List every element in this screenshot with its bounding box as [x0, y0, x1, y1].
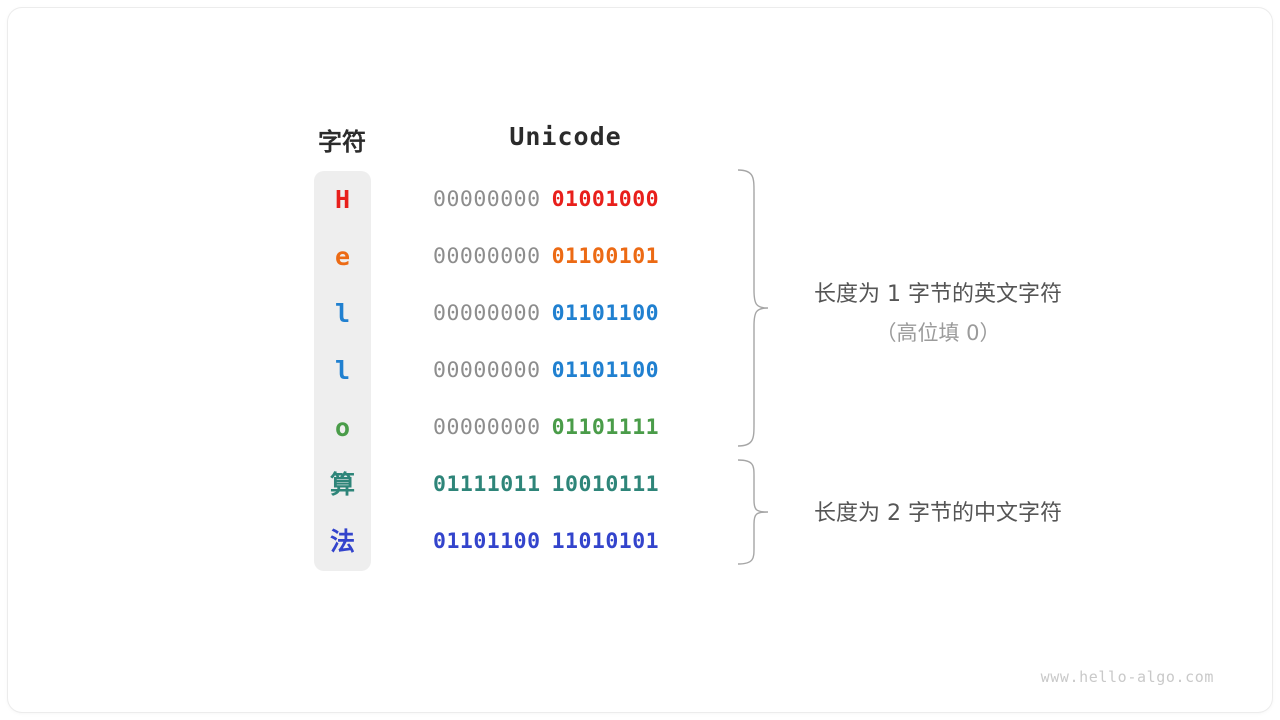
character-cell: 算 — [329, 470, 355, 499]
unicode-bits-row: 00000000 01001000 — [433, 171, 703, 228]
unicode-low-byte: 01001000 — [551, 187, 660, 212]
unicode-high-byte: 00000000 — [433, 415, 541, 440]
unicode-high-byte: 00000000 — [433, 244, 541, 269]
unicode-bits-row: 01101100 11010101 — [433, 513, 703, 570]
unicode-high-byte: 01101100 — [433, 529, 541, 554]
brace-two-byte — [737, 459, 769, 565]
unicode-low-byte: 01101100 — [551, 301, 660, 326]
unicode-bits-row: 00000000 01101100 — [433, 285, 703, 342]
character-column-background — [314, 171, 371, 571]
unicode-bits-row: 00000000 01101111 — [433, 399, 703, 456]
annotation-two-byte-main: 长度为 2 字节的中文字符 — [814, 501, 1062, 526]
unicode-low-byte: 01100101 — [551, 244, 660, 269]
character-cell: o — [334, 413, 351, 442]
character-cell: l — [334, 356, 351, 385]
unicode-bits-row: 01111011 10010111 — [433, 456, 703, 513]
annotation-one-byte-sub: （高位填 0） — [875, 321, 1001, 345]
annotation-one-byte: 长度为 1 字节的英文字符 （高位填 0） — [778, 276, 1098, 347]
unicode-low-byte: 01101111 — [551, 415, 660, 440]
unicode-high-byte: 00000000 — [433, 301, 541, 326]
column-header-unicode: Unicode — [509, 122, 622, 151]
unicode-low-byte: 01101100 — [551, 358, 660, 383]
column-header-character: 字符 — [318, 128, 366, 156]
watermark-url: www.hello-algo.com — [1040, 668, 1214, 686]
unicode-low-byte: 11010101 — [551, 529, 660, 554]
unicode-high-byte: 00000000 — [433, 187, 541, 212]
character-cell: 法 — [329, 527, 355, 556]
annotation-two-byte: 长度为 2 字节的中文字符 — [778, 495, 1098, 527]
unicode-bits-row: 00000000 01100101 — [433, 228, 703, 285]
unicode-high-byte: 00000000 — [433, 358, 541, 383]
unicode-low-byte: 10010111 — [551, 472, 660, 497]
brace-one-byte — [737, 169, 769, 447]
character-cell: H — [334, 185, 351, 214]
unicode-high-byte: 01111011 — [433, 472, 541, 497]
character-cell: l — [334, 299, 351, 328]
annotation-one-byte-main: 长度为 1 字节的英文字符 — [814, 282, 1062, 307]
character-cell: e — [334, 242, 351, 271]
unicode-bits-row: 00000000 01101100 — [433, 342, 703, 399]
brace-group — [737, 169, 769, 565]
